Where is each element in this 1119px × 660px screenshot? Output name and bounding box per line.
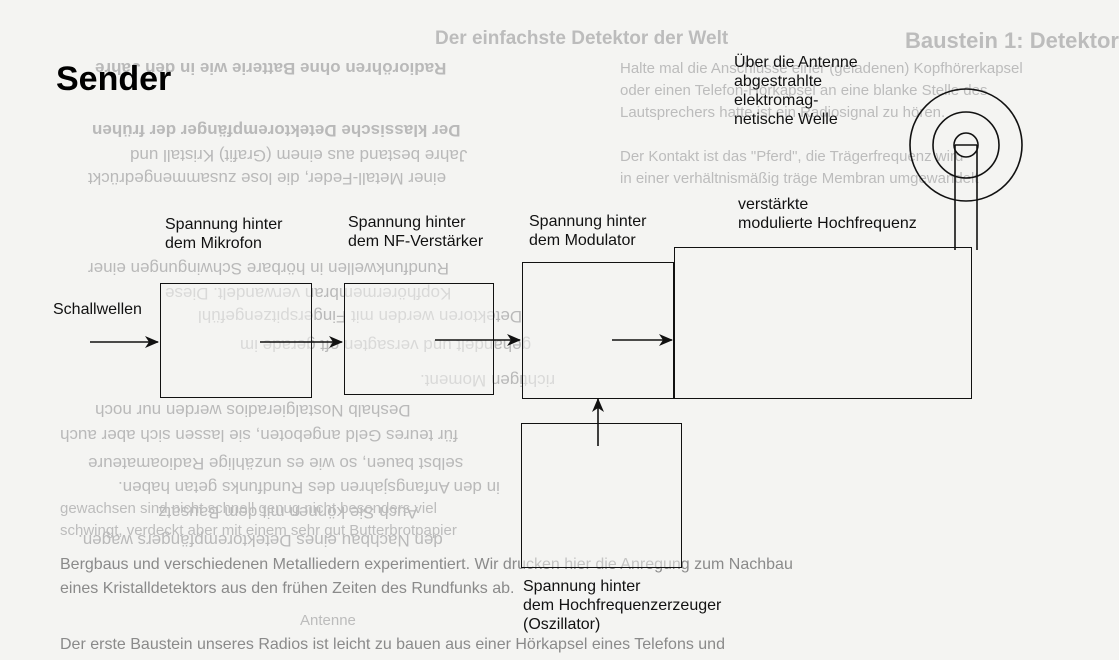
mic-label: Spannung hinter dem Mikrofon	[165, 216, 283, 252]
antenna-label: Über die Antenne abgestrahlte elektromag…	[734, 54, 858, 128]
rf-amplifier-block	[674, 247, 972, 399]
oscillator-label: Spannung hinter dem Hochfrequenzerzeuger…	[523, 578, 722, 633]
diagram-title: Sender	[56, 60, 172, 98]
nf-amplifier-block	[344, 283, 494, 395]
modulator-block	[522, 262, 674, 399]
nf-amplifier-label: Spannung hinter dem NF-Verstärker	[348, 214, 484, 250]
microphone-block	[160, 283, 312, 398]
antenna-icon	[909, 88, 1023, 250]
oscillator-block	[521, 423, 682, 568]
connections-layer	[90, 88, 1023, 446]
input-label: Schallwellen	[53, 301, 142, 318]
block-diagram: Sender Schallwellen Spannung hinter dem …	[53, 54, 1023, 633]
modulator-label: Spannung hinter dem Modulator	[529, 213, 647, 249]
rf-amplifier-label: verstärkte modulierte Hochfrequenz	[738, 196, 917, 232]
